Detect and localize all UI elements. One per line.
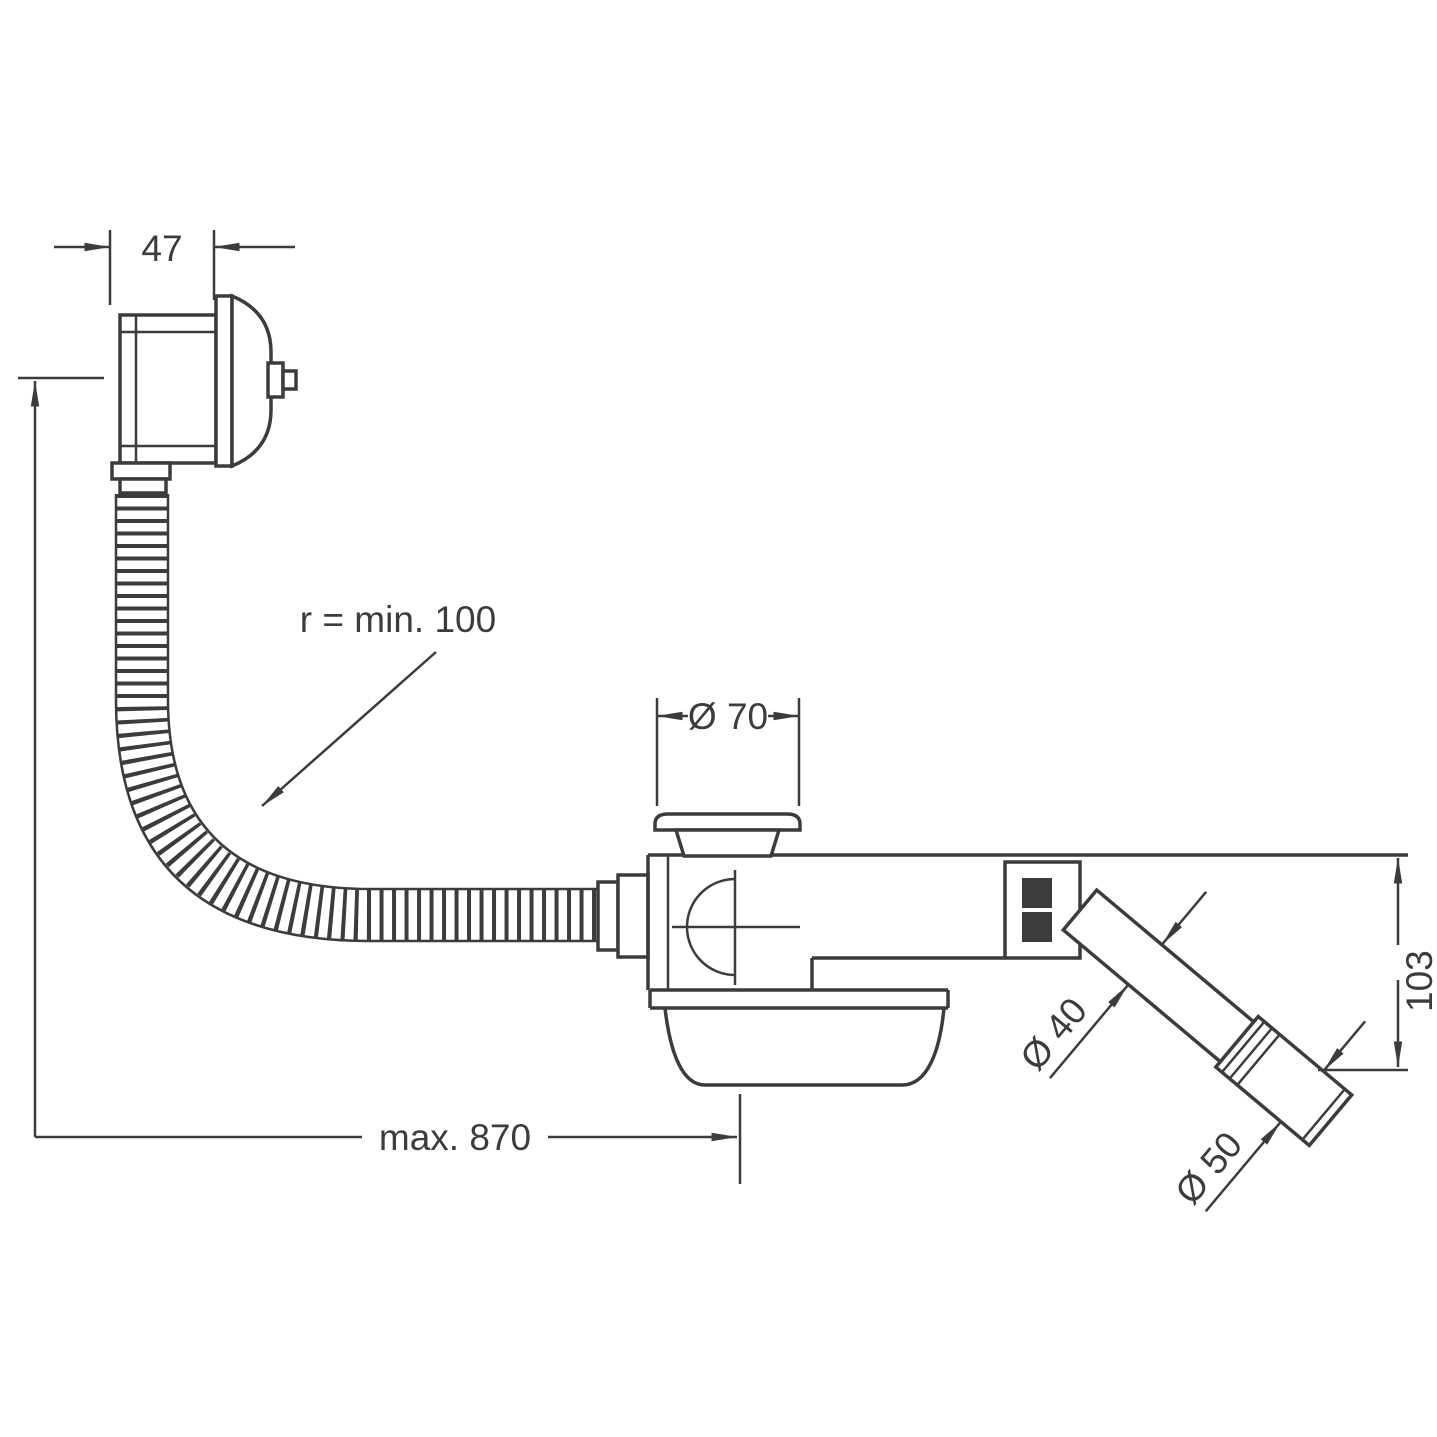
dimension-max-length: max. 870	[18, 376, 742, 1184]
hose-drain-connector	[596, 880, 620, 952]
overflow-knob	[266, 361, 285, 399]
outlet-pipe	[1060, 887, 1264, 1071]
dimension-label-overflow-depth: 47	[141, 228, 182, 269]
dimension-flange-diameter: Ø 70	[655, 696, 801, 806]
nut-slot	[1022, 912, 1052, 942]
flexible-hose	[114, 494, 650, 959]
annotation-bend-radius: r = min. 100	[261, 599, 496, 807]
outlet-sleeve	[1213, 1014, 1355, 1148]
lower-cup	[648, 988, 950, 1087]
overflow-rosette-dome	[230, 293, 273, 469]
waste-flange	[653, 812, 802, 832]
union-nut	[1003, 860, 1082, 960]
dimension-label-outlet-height: 103	[1399, 950, 1437, 1012]
annotation-label-bend-radius: r = min. 100	[300, 599, 496, 640]
dimension-label-flange-diameter: Ø 70	[688, 696, 768, 737]
overflow-housing	[118, 313, 218, 465]
hose-inner-edge	[166, 494, 598, 891]
waste-flange-stem	[673, 828, 782, 858]
overflow-hose-connector	[110, 461, 172, 481]
hose-outer-edge	[114, 494, 598, 943]
overflow-unit	[110, 293, 298, 495]
dimension-label-connector-diameter: Ø 50	[1167, 1124, 1250, 1212]
dimension-label-pipe-diameter: Ø 40	[1012, 990, 1095, 1078]
overflow-rosette-plate	[214, 294, 234, 468]
nut-slot	[1022, 878, 1052, 908]
dimension-outlet-height: 103	[1318, 857, 1437, 1072]
cup-bowl	[663, 1007, 946, 1087]
dimension-overflow-depth: 47	[54, 228, 295, 305]
hose-corrugation	[116, 494, 598, 941]
waste-body	[646, 812, 1082, 1087]
dimension-label-max-length: max. 870	[379, 1117, 531, 1158]
